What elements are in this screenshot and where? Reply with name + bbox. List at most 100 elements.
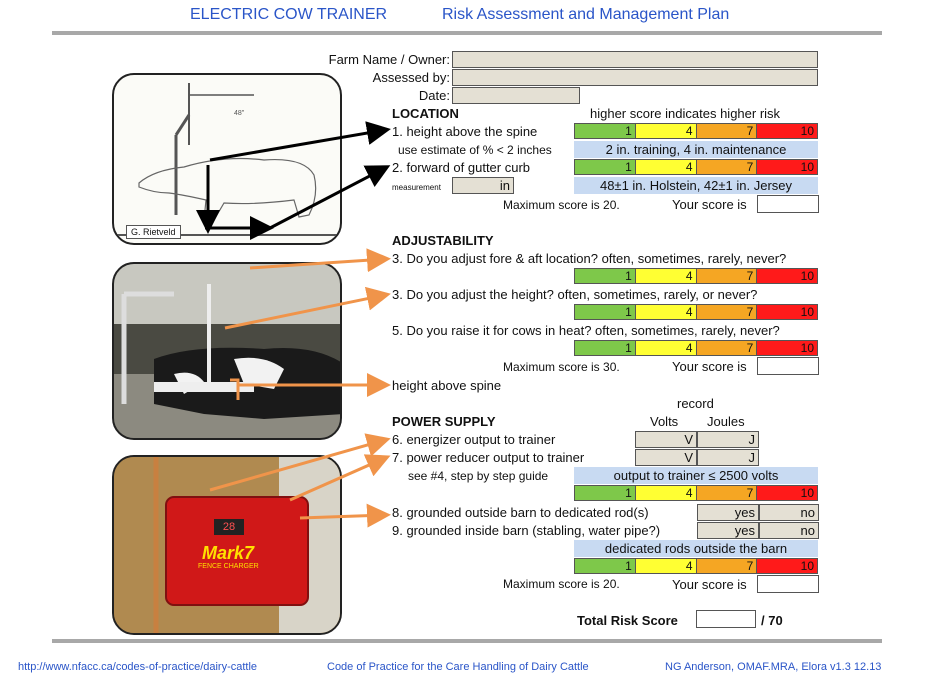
q9-yes-option[interactable]: yes bbox=[697, 522, 759, 539]
q3b-score-scale[interactable]: 1 4 7 10 bbox=[574, 304, 818, 320]
q1-hint: use estimate of % < 2 inches bbox=[398, 143, 552, 157]
footer-author: NG Anderson, OMAF.MRA, Elora v1.3 12.13 bbox=[665, 661, 882, 673]
q1-note: 2 in. training, 4 in. maintenance bbox=[574, 141, 818, 158]
q3a-label: 3. Do you adjust fore & aft location? of… bbox=[392, 251, 787, 266]
assessed-label: Assessed by: bbox=[372, 70, 450, 85]
bottom-rule bbox=[52, 639, 882, 643]
q2-label: 2. forward of gutter curb bbox=[392, 160, 531, 175]
height-spine-label: height above spine bbox=[392, 378, 502, 393]
dimension-label: 48" bbox=[234, 110, 245, 117]
adjustability-your-score-label: Your score is bbox=[672, 359, 747, 374]
q5-score-scale[interactable]: 1 4 7 10 bbox=[574, 340, 818, 356]
score-1[interactable]: 1 bbox=[575, 341, 636, 355]
q6-joules-field[interactable]: J bbox=[697, 431, 759, 448]
q1-label: 1. height above the spine bbox=[392, 124, 538, 139]
score-4[interactable]: 4 bbox=[635, 160, 697, 174]
score-4[interactable]: 4 bbox=[635, 559, 697, 573]
page-title: ELECTRIC COW TRAINER bbox=[190, 6, 388, 23]
power-heading: POWER SUPPLY bbox=[392, 414, 496, 429]
date-label: Date: bbox=[418, 88, 450, 103]
score-7[interactable]: 7 bbox=[696, 269, 758, 283]
measurement-field[interactable]: in bbox=[452, 177, 514, 194]
assessed-by-field[interactable] bbox=[452, 69, 818, 86]
energizer-display: 28 bbox=[222, 521, 236, 533]
q6-volts-field[interactable]: V bbox=[635, 431, 697, 448]
score-4[interactable]: 4 bbox=[635, 305, 697, 319]
total-score-box[interactable] bbox=[696, 610, 756, 628]
q5-label: 5. Do you raise it for cows in heat? oft… bbox=[392, 323, 780, 338]
score-7[interactable]: 7 bbox=[696, 305, 758, 319]
footer-url[interactable]: http://www.nfacc.ca/codes-of-practice/da… bbox=[18, 661, 258, 673]
location-your-score-label: Your score is bbox=[672, 197, 747, 212]
q9-label: 9. grounded inside barn (stabling, water… bbox=[392, 523, 661, 538]
score-7[interactable]: 7 bbox=[696, 559, 758, 573]
score-10[interactable]: 10 bbox=[757, 124, 817, 138]
q9-no-option[interactable]: no bbox=[759, 522, 819, 539]
q6-label: 6. energizer output to trainer bbox=[392, 432, 556, 447]
score-1[interactable]: 1 bbox=[575, 269, 636, 283]
record-label: record bbox=[677, 396, 714, 411]
q2-note: 48±1 in. Holstein, 42±1 in. Jersey bbox=[574, 177, 818, 194]
score-10[interactable]: 10 bbox=[757, 559, 817, 573]
power-your-score-label: Your score is bbox=[672, 577, 747, 592]
score-1[interactable]: 1 bbox=[575, 160, 636, 174]
score-10[interactable]: 10 bbox=[757, 160, 817, 174]
measurement-label: measurement bbox=[392, 183, 441, 192]
score-1[interactable]: 1 bbox=[575, 305, 636, 319]
score-1[interactable]: 1 bbox=[575, 486, 636, 500]
top-rule bbox=[52, 31, 882, 35]
q1-score-scale[interactable]: 1 4 7 10 bbox=[574, 123, 818, 139]
footer-code: Code of Practice for the Care Handling o… bbox=[327, 661, 589, 673]
joules-label: Joules bbox=[707, 414, 745, 429]
adjustability-score-box[interactable] bbox=[757, 357, 819, 375]
farm-label: Farm Name / Owner: bbox=[328, 52, 450, 67]
power-max: Maximum score is 20. bbox=[503, 577, 620, 591]
score-7[interactable]: 7 bbox=[696, 160, 758, 174]
q3b-label: 3. Do you adjust the height? often, some… bbox=[392, 287, 758, 302]
q89-score-scale[interactable]: 1 4 7 10 bbox=[574, 558, 818, 574]
energizer-sub: FENCE CHARGER bbox=[198, 563, 259, 570]
date-field[interactable] bbox=[452, 87, 580, 104]
page-subtitle: Risk Assessment and Management Plan bbox=[442, 6, 730, 23]
q3a-score-scale[interactable]: 1 4 7 10 bbox=[574, 268, 818, 284]
diagram-credit: G. Rietveld bbox=[126, 225, 181, 239]
q7-volts-field[interactable]: V bbox=[635, 449, 697, 466]
score-4[interactable]: 4 bbox=[635, 486, 697, 500]
score-10[interactable]: 10 bbox=[757, 269, 817, 283]
q7-label: 7. power reducer output to trainer bbox=[392, 450, 585, 465]
score-10[interactable]: 10 bbox=[757, 341, 817, 355]
power-hint: see #4, step by step guide bbox=[408, 469, 549, 483]
location-score-box[interactable] bbox=[757, 195, 819, 213]
location-max: Maximum score is 20. bbox=[503, 198, 620, 212]
score-1[interactable]: 1 bbox=[575, 124, 636, 138]
score-1[interactable]: 1 bbox=[575, 559, 636, 573]
risk-note: higher score indicates higher risk bbox=[590, 106, 781, 121]
power-note-rods: dedicated rods outside the barn bbox=[574, 540, 818, 557]
score-7[interactable]: 7 bbox=[696, 341, 758, 355]
score-4[interactable]: 4 bbox=[635, 124, 697, 138]
score-10[interactable]: 10 bbox=[757, 486, 817, 500]
power-note-volts: output to trainer ≤ 2500 volts bbox=[574, 467, 818, 484]
score-7[interactable]: 7 bbox=[696, 486, 758, 500]
score-4[interactable]: 4 bbox=[635, 341, 697, 355]
q7-joules-field[interactable]: J bbox=[697, 449, 759, 466]
score-4[interactable]: 4 bbox=[635, 269, 697, 283]
adjustability-heading: ADJUSTABILITY bbox=[392, 233, 494, 248]
location-heading: LOCATION bbox=[392, 106, 459, 121]
energizer-brand: Mark7 bbox=[202, 543, 255, 563]
q8-label: 8. grounded outside barn to dedicated ro… bbox=[392, 505, 649, 520]
q2-score-scale[interactable]: 1 4 7 10 bbox=[574, 159, 818, 175]
score-7[interactable]: 7 bbox=[696, 124, 758, 138]
farm-name-field[interactable] bbox=[452, 51, 818, 68]
total-out-of: / 70 bbox=[761, 613, 783, 628]
q8-no-option[interactable]: no bbox=[759, 504, 819, 521]
volts-label: Volts bbox=[650, 414, 679, 429]
q8-yes-option[interactable]: yes bbox=[697, 504, 759, 521]
adjustability-max: Maximum score is 30. bbox=[503, 360, 620, 374]
power-score-box[interactable] bbox=[757, 575, 819, 593]
trainer-diagram: 48" G. Rietveld bbox=[112, 73, 342, 245]
total-label: Total Risk Score bbox=[577, 613, 678, 628]
score-10[interactable]: 10 bbox=[757, 305, 817, 319]
q67-score-scale[interactable]: 1 4 7 10 bbox=[574, 485, 818, 501]
